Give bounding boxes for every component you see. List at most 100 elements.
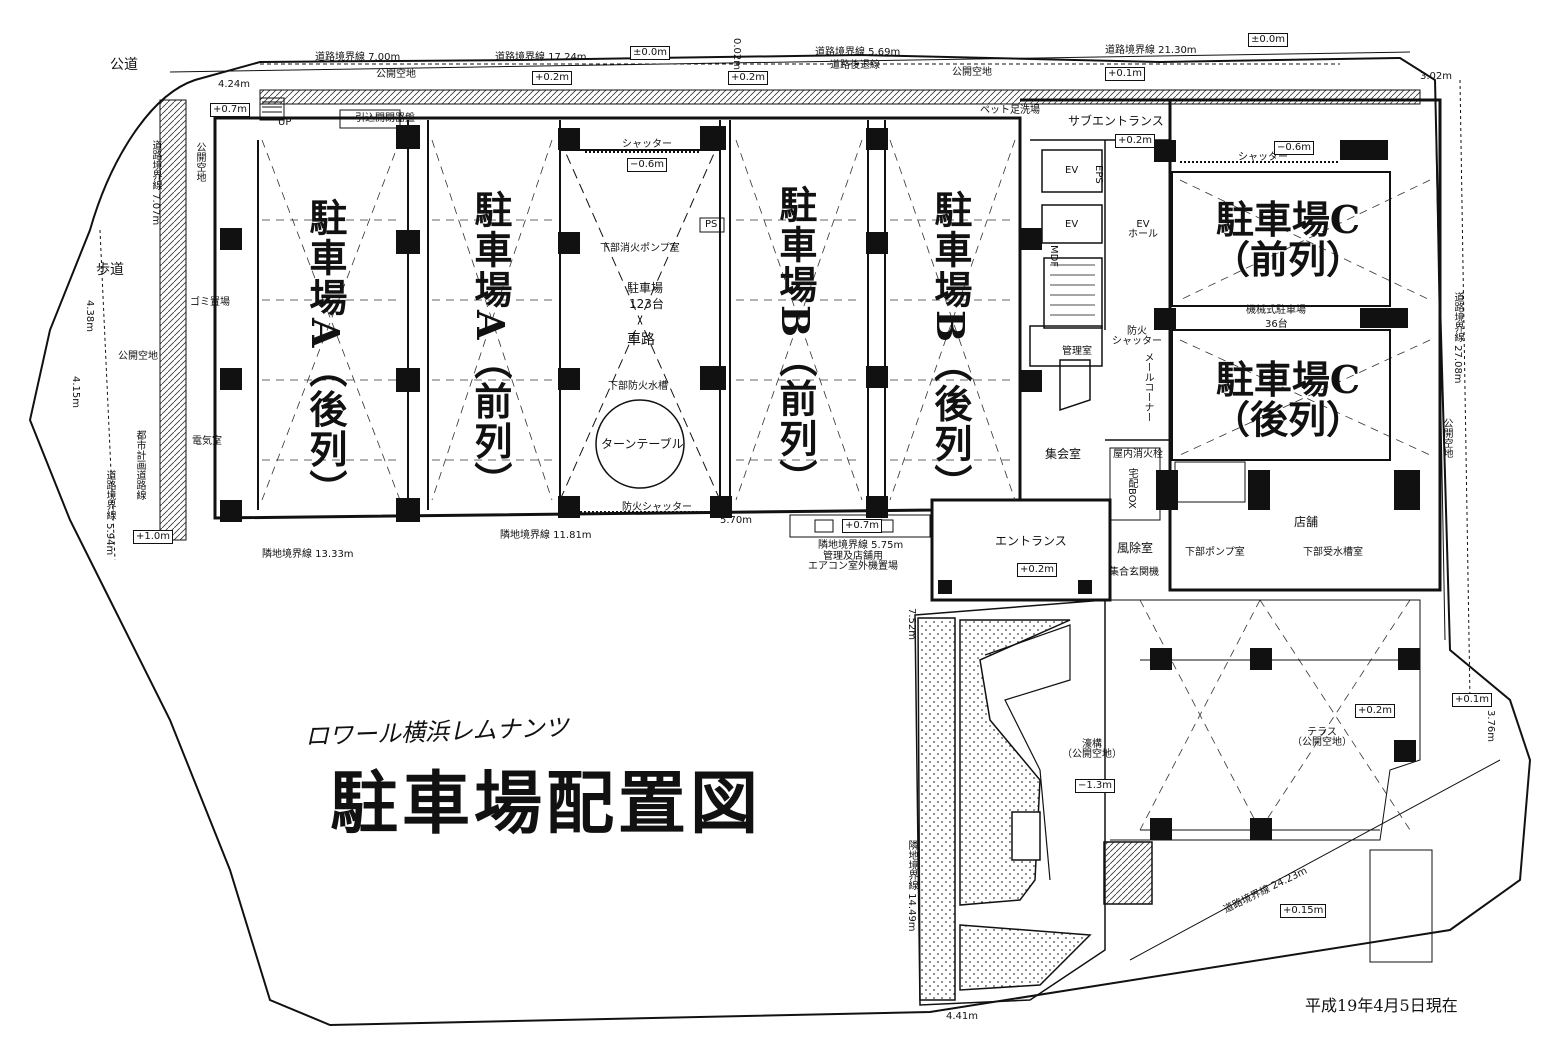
ev-1: EV [1065, 165, 1079, 176]
parking-c-rear: 駐車場C（後列） [1212, 357, 1365, 442]
page-title: 駐車場配置図 [330, 764, 763, 844]
parking-c-front: 駐車場C（前列） [1212, 197, 1365, 282]
sidewalk-label: 歩道 [96, 262, 124, 278]
fire-hydrant: 屋内消火栓 [1113, 449, 1163, 460]
driveway-label: 車路 [627, 332, 655, 348]
moat: 濠構 （公開空地） [1062, 739, 1122, 760]
parking-building [213, 98, 1442, 602]
garbage-room: ゴミ置場 [190, 297, 230, 308]
dim-6: 道路境界線 21.30m [1105, 45, 1197, 56]
lower-right-plot [1369, 849, 1433, 963]
lower-water-room: 下部受水槽室 [1303, 547, 1363, 558]
lower-pump-room: 下部ポンプ室 [1185, 547, 1245, 558]
ev-2: EV [1065, 219, 1079, 230]
parking-b-front: 駐車場B（前列） [772, 185, 818, 500]
windbreak-room: 風除室 [1117, 541, 1154, 555]
dim-5: 道路後退線 [830, 60, 880, 71]
site-boundary [28, 53, 1532, 1027]
courtyard [914, 599, 1153, 1006]
dim-16: 隣地境界線 5.75m [818, 540, 904, 551]
open-space-top-right: 公開空地 [952, 67, 992, 78]
as-of-date: 平成19年4月5日現在 [1305, 996, 1458, 1015]
dim-9: 道路境界線 7.07m [150, 140, 161, 226]
frontage-wall [159, 89, 1421, 541]
fire-shutter: 防火シャッター [622, 502, 692, 513]
mechanical-parking [1171, 171, 1391, 461]
level-11: −1.3m [1075, 779, 1116, 793]
open-space-right: 公開空地 [1441, 418, 1452, 458]
mechanical-parking-count: 36台 [1265, 319, 1288, 330]
level-top-a: ±0.0m [630, 46, 671, 60]
dim-23: 都市計画道路線 [134, 430, 145, 500]
ps-label: PS [705, 219, 718, 230]
entrance-door: 集合玄関機 [1109, 567, 1159, 578]
dim-1: 道路境界線 7.00m [315, 52, 401, 63]
level-12: +0.2m [1355, 704, 1396, 718]
open-space-top-left: 公開空地 [376, 69, 416, 80]
shutters [580, 151, 1338, 513]
dim-15: 5.70m [720, 515, 753, 526]
sub-entrance: サブエントランス [1068, 114, 1164, 128]
mdf-label: MDF [1048, 245, 1059, 268]
dim-18: 隣地境界線 14.49m [906, 840, 917, 932]
center-parking-label: 駐車場 [627, 281, 664, 295]
stair-up: UP [278, 117, 292, 128]
open-space-left: 公開空地 [118, 351, 158, 362]
level-10: +0.2m [1017, 563, 1058, 577]
level-13: +0.1m [1452, 693, 1493, 707]
open-space-left-top: 公開空地 [194, 142, 205, 182]
structural-columns [220, 125, 1420, 840]
top-left-stair [259, 97, 401, 129]
ac-units: 管理及店舗用 エアコン室外機置場 [808, 551, 898, 572]
pet-wash: ペット足洗場 [980, 105, 1040, 116]
dim-10: 4.38m [84, 300, 95, 333]
level-1: +0.2m [532, 71, 573, 85]
dim-22: 3.76m [1485, 710, 1496, 743]
dim-14: 隣地境界線 11.81m [500, 530, 592, 541]
water-tank-label: 下部防火水槽 [608, 381, 668, 392]
dim-17: 7.52m [906, 608, 917, 641]
level-3: +0.1m [1105, 67, 1146, 81]
manager-room: 管理室 [1062, 346, 1092, 357]
eps-label: EPS [1093, 165, 1104, 184]
mechanical-parking-label: 機械式駐車場 [1246, 305, 1306, 316]
parking-a-front: 駐車場A（前列） [467, 190, 513, 502]
level-9: +0.7m [842, 519, 883, 533]
dim-21: 道路境界線 27.08m [1452, 292, 1463, 384]
shutter-1: シャッター [622, 139, 672, 150]
turntable-label: ターンテーブル [601, 437, 684, 451]
shutter-2: シャッター [1238, 152, 1288, 163]
public-road-label: 公道 [110, 57, 138, 73]
dim-2: 道路境界線 17.24m [495, 52, 587, 63]
dim-8: 4.24m [218, 79, 251, 90]
electric-room: 電気室 [192, 436, 222, 447]
level-4: +0.7m [210, 103, 251, 117]
hikikomi: 引込開閉器盤 [355, 113, 415, 124]
center-parking-count: 123台 [629, 297, 664, 311]
post-box: 宅配BOX [1126, 468, 1137, 509]
mailbox: メールコーナー [1142, 352, 1153, 422]
level-top-b: ±0.0m [1248, 33, 1289, 47]
level-5: −0.6m [627, 158, 668, 172]
dim-3: 0.02m [731, 38, 742, 71]
shop: 店舗 [1294, 515, 1319, 529]
central-driveway [559, 139, 725, 501]
level-7: +0.2m [1115, 134, 1156, 148]
terrace-frame [1110, 599, 1421, 841]
terrace: テラス （公開空地） [1292, 727, 1352, 748]
pump-room-label: 下部消火ポンプ室 [600, 243, 680, 254]
level-6: −0.6m [1274, 141, 1315, 155]
dim-13: 隣地境界線 13.33m [262, 549, 354, 560]
parking-a-rear: 駐車場A（後列） [302, 198, 348, 510]
level-2: +0.2m [728, 71, 769, 85]
stall-lines [261, 139, 1431, 831]
bay-dividers [257, 120, 886, 510]
dim-11: 4.15m [70, 376, 81, 409]
ev-hall: EV ホール [1128, 219, 1158, 240]
entrance-hall: エントランス [995, 534, 1067, 548]
dim-4: 道路境界線 5.69m [815, 47, 901, 58]
fire-shutter-core: 防火 シャッター [1112, 326, 1162, 347]
level-14: +0.15m [1280, 904, 1327, 918]
dim-12: 道路境界線 5.94m [104, 470, 115, 556]
